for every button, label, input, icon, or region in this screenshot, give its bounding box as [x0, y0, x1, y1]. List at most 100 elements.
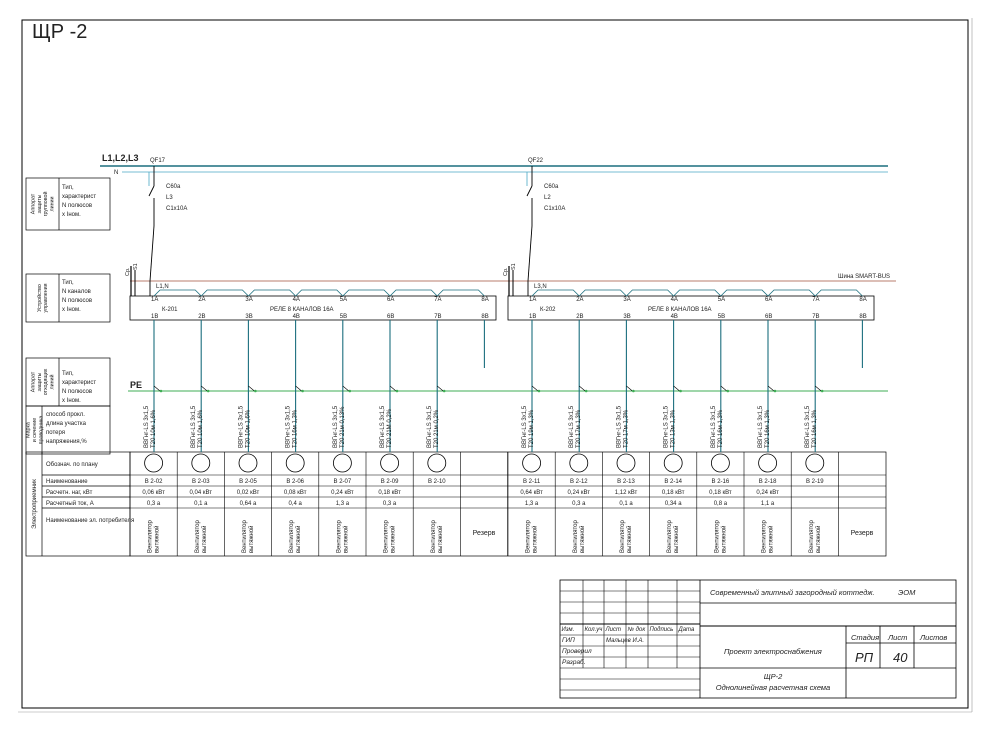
consumer-desc-line: вытяжной — [626, 525, 633, 553]
consumer-power: 0,24 кВт — [331, 490, 354, 496]
breaker-spec: C1x10A — [166, 206, 187, 212]
consumer-symbol — [427, 453, 447, 473]
cable-row-desc: длина участка — [46, 421, 87, 427]
cable-type: ВВГнг-LS 3х1,5 — [238, 405, 244, 448]
panel-title: ЩР -2 — [32, 21, 87, 43]
relay-phase: L1,N — [156, 284, 169, 290]
pe-junction — [206, 389, 210, 393]
channel-jumper — [248, 289, 296, 297]
breaker-spec: C60a — [166, 184, 181, 190]
control-row-desc: N полюсов — [62, 298, 92, 304]
consumer-symbol — [805, 453, 825, 473]
outgoing-breaker — [579, 385, 586, 392]
consumer-symbol — [616, 453, 636, 473]
breaker-row-side-line: линии — [50, 197, 56, 212]
channel-top-label: 1А — [151, 297, 158, 303]
consumer-desc-line: вытяжной — [154, 525, 161, 553]
channel-bottom-label: 2В — [576, 314, 583, 320]
sheets-label: Листов — [919, 633, 947, 642]
channel-jumper — [153, 289, 202, 297]
outgoing-breaker — [342, 385, 349, 392]
consumer-power: 0,24 кВт — [756, 490, 779, 496]
pe-junction — [395, 389, 399, 393]
consumer-desc-line: вытяжной — [768, 525, 775, 553]
object-name: Современный элитный загородный коттедж. — [710, 588, 875, 597]
aux-label: Ср. — [503, 267, 509, 276]
stage-label: Стадия — [851, 633, 879, 642]
row-label-table — [25, 177, 131, 557]
consumer-power: 0,64 кВт — [520, 490, 543, 496]
consumer-symbol — [380, 453, 400, 473]
cable-type: ВВГнг-LS 3х1,5 — [333, 405, 339, 448]
channel-jumper — [200, 289, 249, 297]
channel-bottom-label: 3В — [623, 314, 630, 320]
outgoing-breaker — [248, 385, 255, 392]
channel-top-label: 4А — [671, 297, 678, 303]
breaker-row-side-line: групповой — [42, 192, 49, 217]
consumer-power: 0,02 кВт — [237, 490, 260, 496]
consumer-symbol — [285, 453, 305, 473]
outgoing-breaker — [295, 385, 302, 392]
consumer-desc-line: вытяжной — [437, 525, 444, 553]
outgoing-breaker — [767, 385, 775, 392]
consumer-current: 0,8 а — [714, 501, 728, 507]
aux-label-text: S1 — [511, 263, 517, 270]
sheet-label: Лист — [887, 633, 907, 642]
channel-top-label: 6А — [387, 297, 394, 303]
consumer-desc-line: Вентилятор — [667, 519, 673, 553]
channel-top-label: 2А — [198, 297, 205, 303]
channel-top-label: 3А — [623, 297, 630, 303]
consumer-current: 0,3 а — [147, 501, 161, 507]
outgoing-breaker — [437, 385, 444, 392]
pe-junction — [584, 389, 588, 393]
consumer-desc-line: Вентилятор — [714, 519, 720, 553]
consumer-symbol — [663, 453, 683, 473]
channel-bottom-label: 5В — [340, 314, 347, 320]
consumer-current: 0,4 а — [289, 501, 303, 507]
stamp-header: Изм. — [562, 627, 575, 633]
pe-junction — [159, 389, 163, 393]
consumer-symbol — [238, 453, 258, 473]
relay-name: К-201 — [162, 307, 178, 313]
channel-top-label: 8А — [481, 297, 488, 303]
consumer-row-label: Расчетн. наг, кВт — [46, 490, 93, 496]
cable-type: ВВГнг-LS 3х1,5 — [522, 405, 528, 448]
stamp-role: Проверил — [562, 648, 592, 655]
breaker-row-side-line: Аппарат — [30, 193, 36, 214]
outgoing-row-side-line: отходящих — [43, 368, 49, 395]
channel-jumper — [626, 289, 674, 297]
breaker-name: QF17 — [150, 158, 166, 164]
consumer-name: В 2-12 — [570, 479, 588, 485]
cable-spec: Т20 19м 1,3% — [529, 409, 535, 448]
consumer-current: 0,1 а — [194, 501, 208, 507]
consumer-desc-line: вытяжной — [532, 525, 539, 553]
outgoing-row-side-line: Аппарат — [30, 371, 36, 392]
consumer-desc-line: Вентилятор — [242, 519, 248, 553]
stage-value: РП — [855, 650, 874, 665]
consumer-reserve: Резерв — [473, 530, 496, 537]
outgoing-breaker — [153, 385, 161, 392]
pe-junction — [632, 389, 635, 393]
consumer-power: 0,18 кВт — [378, 490, 401, 496]
breaker-spec: L2 — [544, 195, 551, 201]
cable-spec: Т20 21м 0,2% — [434, 409, 440, 448]
consumer-current: 0,64 а — [240, 501, 257, 507]
consumer-desc-line: Вентилятор — [809, 519, 815, 553]
consumer-row-label: Наименование — [46, 479, 88, 485]
consumer-power: 0,06 кВт — [142, 490, 165, 496]
breaker-row-side-line: защиты — [37, 194, 43, 213]
